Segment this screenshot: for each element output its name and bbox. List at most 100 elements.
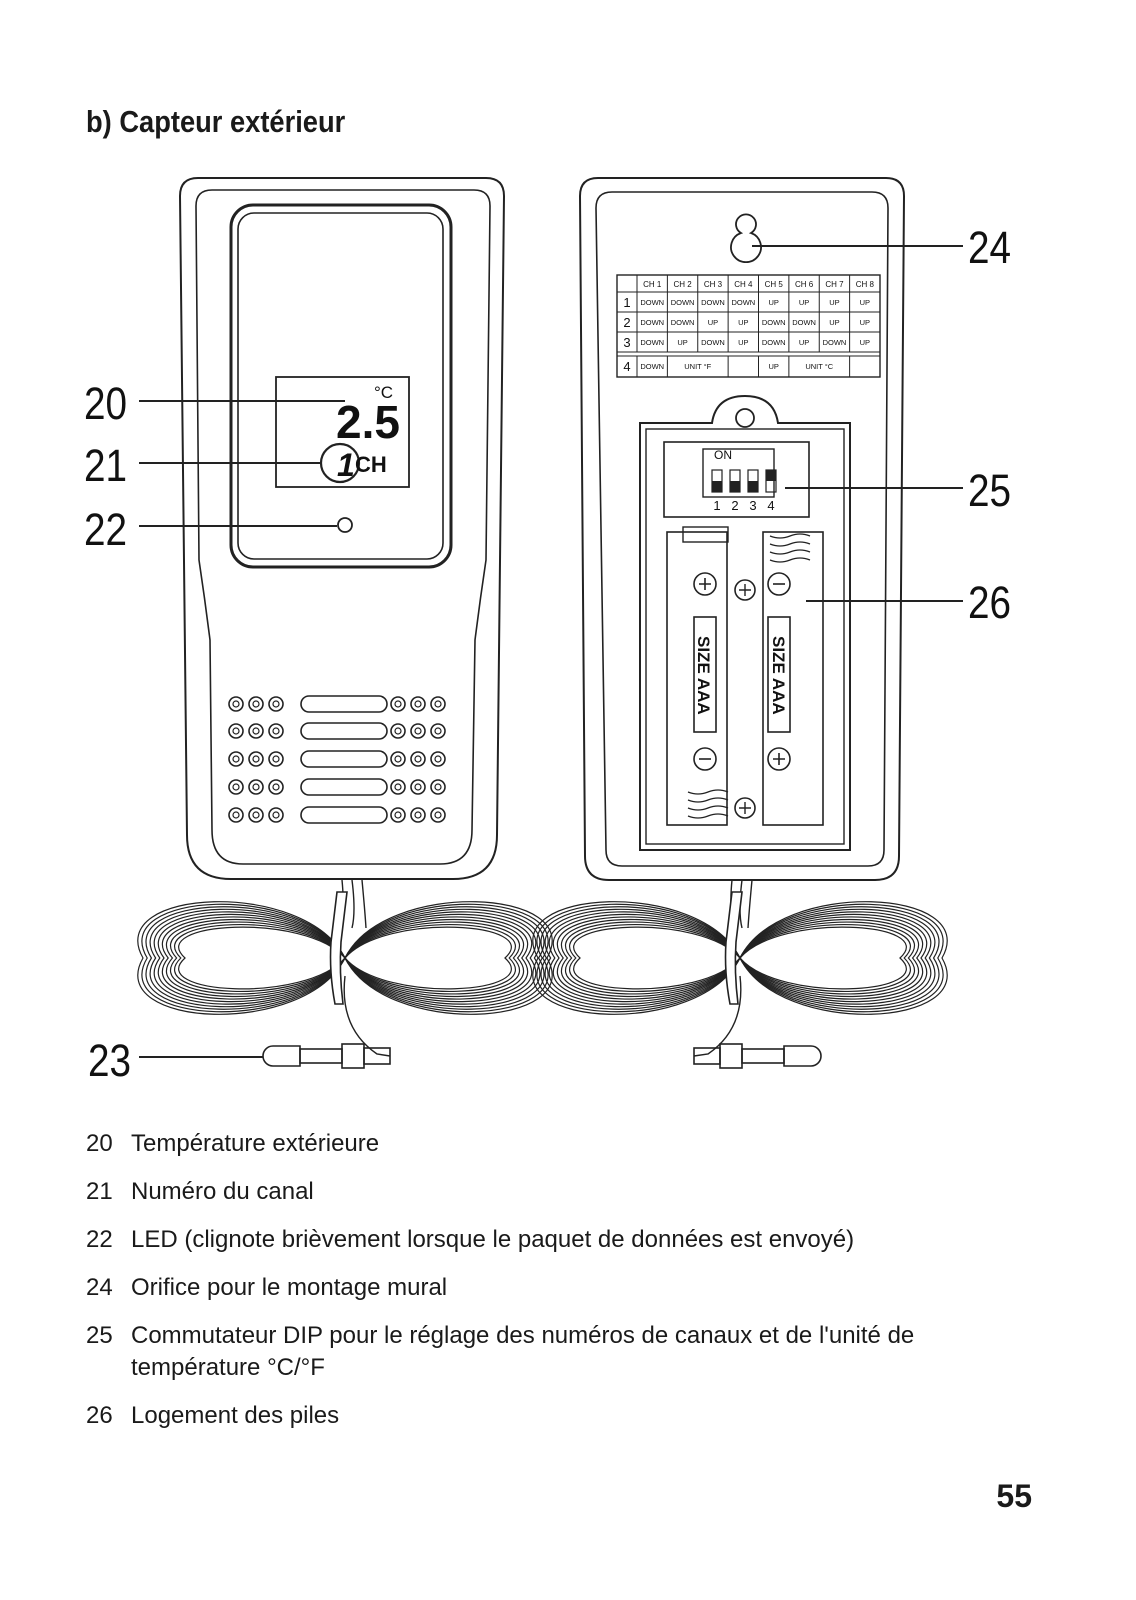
dip-table-cell: DOWN: [671, 318, 695, 327]
grille-hole-inner: [252, 727, 260, 735]
dip-switch-number: 3: [749, 498, 756, 513]
grille-hole-inner: [394, 811, 402, 819]
grille-slot: [300, 778, 388, 796]
display-ch-label: CH: [355, 452, 387, 477]
grille-hole: [390, 751, 406, 767]
callout-24: 24: [968, 222, 1011, 272]
grille-hole: [228, 696, 244, 712]
grille-hole: [228, 779, 244, 795]
dip-table-cell: UP: [799, 338, 809, 347]
grille-hole: [430, 779, 446, 795]
legend-item: 21 Numéro du canal: [86, 1176, 1026, 1208]
dip-switch-on-label: ON: [714, 448, 732, 462]
dip-table-cell: DOWN: [640, 298, 664, 307]
legend-item-number: 21: [86, 1178, 113, 1205]
grille-hole-inner: [414, 811, 422, 819]
cable-coil-loop: [573, 926, 907, 990]
legend-item-text: Température extérieure: [131, 1130, 380, 1157]
temperature-probe-front: [262, 1043, 391, 1069]
dip-table-header: CH 6: [795, 280, 814, 289]
legend-item-number: 22: [86, 1226, 113, 1253]
legend-item: 24 Orifice pour le montage mural: [86, 1272, 1026, 1304]
grille-hole: [248, 807, 264, 823]
grille-hole-inner: [414, 783, 422, 791]
dip-table-cell: UP: [738, 338, 748, 347]
dip-switch-number: 2: [731, 498, 738, 513]
dip-table-cell: UP: [799, 298, 809, 307]
grille-hole: [390, 723, 406, 739]
dip-table-cell: UP: [829, 318, 839, 327]
dip-table-cell: DOWN: [823, 338, 847, 347]
grille-hole: [390, 696, 406, 712]
legend-item-text: Orifice pour le montage mural: [131, 1274, 448, 1301]
dip-table-cell: UP: [708, 318, 718, 327]
grille-hole-inner: [252, 755, 260, 763]
dip-table-cell: DOWN: [762, 318, 786, 327]
grille-hole-inner: [434, 755, 442, 763]
grille-hole-inner: [434, 700, 442, 708]
grille-hole-inner: [252, 700, 260, 708]
grille-hole-inner: [434, 783, 442, 791]
grille-hole-inner: [394, 755, 402, 763]
sensor-cable-back: [532, 879, 948, 1057]
grille-hole: [228, 751, 244, 767]
grille-hole-inner: [272, 811, 280, 819]
cable-lead: [343, 975, 391, 1057]
dip-table-cell: UNIT °F: [684, 362, 711, 371]
legend-item-number: 24: [86, 1274, 113, 1301]
battery-cover: [639, 394, 851, 851]
dip-table-cell: DOWN: [640, 338, 664, 347]
dip-table-header: CH 2: [673, 280, 692, 289]
dip-table-frame: [616, 274, 881, 378]
dip-table-cell: DOWN: [701, 298, 725, 307]
grille-hole-inner: [272, 783, 280, 791]
led-indicator: [337, 517, 353, 533]
sensor-front-view: 2.5 °C 1 CH: [178, 177, 506, 880]
dip-table-cell: DOWN: [731, 298, 755, 307]
battery-compartment: SIZE AAA SIZE AAA: [666, 526, 824, 826]
grille-hole: [268, 696, 284, 712]
grille-hole: [268, 779, 284, 795]
grille-hole: [248, 779, 264, 795]
dip-table-header: CH 3: [704, 280, 723, 289]
callout-22: 22: [84, 504, 127, 554]
dip-switch-number: 1: [713, 498, 720, 513]
dip-table-cell: UP: [768, 362, 778, 371]
dip-lever: [766, 470, 776, 481]
grille-hole: [248, 723, 264, 739]
grille-hole: [410, 751, 426, 767]
grille-slot: [300, 722, 388, 740]
grille-hole-inner: [434, 727, 442, 735]
dip-table-header: CH 1: [643, 280, 662, 289]
dip-switch-number: 4: [767, 498, 774, 513]
sensor-cable-front: [137, 879, 553, 1057]
grille-hole: [248, 696, 264, 712]
legend-item-number: 25: [86, 1322, 113, 1349]
display-unit: °C: [374, 383, 393, 402]
cable-coil-loop: [178, 926, 512, 990]
grille-hole: [248, 751, 264, 767]
grille-hole-inner: [232, 727, 240, 735]
grille-hole: [430, 807, 446, 823]
grille-hole-inner: [272, 755, 280, 763]
callout-26: 26: [968, 577, 1011, 627]
dip-table-cell: UP: [677, 338, 687, 347]
grille-hole-inner: [414, 727, 422, 735]
dip-table-row-number: 3: [623, 335, 630, 350]
dip-table-row-number: 2: [623, 315, 630, 330]
grille-hole-inner: [252, 783, 260, 791]
legend-item-text: Numéro du canal: [131, 1178, 314, 1205]
callout-21: 21: [84, 440, 127, 490]
legend-item-number: 20: [86, 1130, 113, 1157]
callout-23: 23: [88, 1035, 131, 1085]
lcd-display: 2.5 °C 1 CH: [275, 376, 410, 488]
legend-item-text: Logement des piles: [131, 1402, 340, 1429]
dip-table-cell: DOWN: [640, 362, 664, 371]
grille-hole-inner: [232, 811, 240, 819]
dip-table-row-number: 4: [623, 359, 630, 374]
